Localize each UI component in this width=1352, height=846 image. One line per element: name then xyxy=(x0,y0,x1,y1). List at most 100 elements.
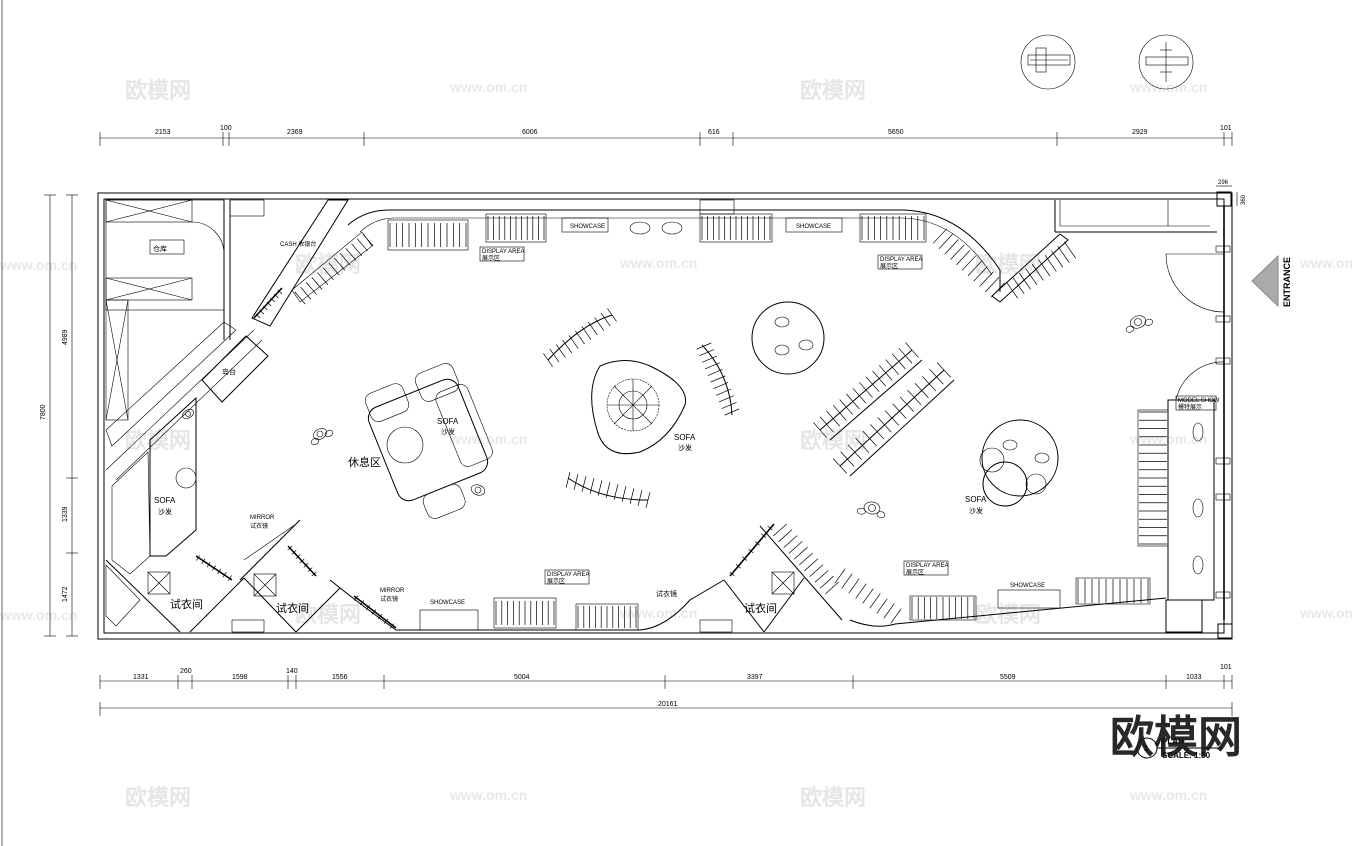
island-counter: 岛台 xyxy=(201,335,269,403)
hanger-tick xyxy=(311,571,317,577)
hanger-tick xyxy=(846,393,860,410)
hanger-tick xyxy=(1044,254,1057,272)
hanger-tick xyxy=(291,550,297,555)
hanger-tick xyxy=(300,286,312,300)
display-label-en: DISPLAY AREA xyxy=(482,249,524,255)
hanger-tick xyxy=(259,309,265,315)
sofa-right-label-en: SOFA xyxy=(965,495,987,504)
lounge-area: 休息区 SOFA 沙发 xyxy=(348,363,493,519)
hanger-tick xyxy=(826,410,840,427)
mirror-label-en: MIRROR xyxy=(250,515,275,521)
hanger-tick xyxy=(371,609,377,615)
hanger-tick xyxy=(1064,241,1076,259)
watermark-brand: 欧模网 xyxy=(800,785,866,811)
hanger-tick xyxy=(839,399,854,415)
watermark-brand: 欧模网 xyxy=(800,78,866,104)
hanger-tick xyxy=(351,243,363,256)
hanger-tick xyxy=(878,365,893,381)
hanger-tick xyxy=(1051,250,1064,268)
hanger-tick xyxy=(621,486,627,502)
hanger-tick xyxy=(637,490,643,506)
hanger-tick xyxy=(721,401,737,409)
hanger-tick xyxy=(834,568,846,584)
hanger-tick xyxy=(718,395,734,403)
hanger-tick xyxy=(788,541,803,554)
hanger-tick xyxy=(735,564,741,569)
hanger-tick xyxy=(589,478,595,494)
person-icon xyxy=(857,501,886,518)
hanger-tick xyxy=(702,355,718,363)
hanger-tick xyxy=(287,545,293,551)
cash-label: CASH 收银台 xyxy=(280,240,316,248)
fitting-mirror-label: 试衣镜 xyxy=(656,589,677,598)
hanger-tick xyxy=(713,382,729,390)
sofa-right-label-cn: 沙发 xyxy=(969,506,983,515)
watermark-site: www.om.cn xyxy=(1299,605,1352,621)
hanger-tick xyxy=(809,564,824,577)
dim-label: 7800 xyxy=(40,404,47,420)
hanger-tick xyxy=(859,382,873,398)
hanger-tick xyxy=(892,403,907,419)
hanger-tick xyxy=(600,312,611,327)
storage-room: 仓库 xyxy=(105,199,265,421)
watermark-brand: 欧模网 xyxy=(975,252,1041,278)
hanger-tick xyxy=(799,552,813,566)
hanger-tick xyxy=(884,410,900,426)
person-icons xyxy=(182,315,1153,518)
hanger-tick xyxy=(841,573,853,589)
entrance-label: ENTRANCE xyxy=(1282,257,1292,307)
hanger-tick xyxy=(587,321,598,336)
dim-label: 2929 xyxy=(1132,129,1148,136)
hanger-tick xyxy=(716,388,732,396)
hanger-tick xyxy=(855,583,867,599)
showcase-label: SHOWCASE xyxy=(796,224,831,230)
display-label-en: DISPLAY AREA xyxy=(547,572,589,578)
dim-label: 1339 xyxy=(62,506,69,522)
dim-label: 6006 xyxy=(522,129,538,136)
hanger-tick xyxy=(605,482,611,498)
hanger-tick xyxy=(543,353,553,367)
person-icon xyxy=(1125,315,1153,333)
round-table-top-right xyxy=(751,301,825,375)
watermark-site: www.om.cn xyxy=(1299,255,1352,271)
hanger-tick xyxy=(201,558,206,565)
dim-label: 1556 xyxy=(332,674,348,681)
hanger-tick xyxy=(936,362,952,378)
hanger-tick xyxy=(228,575,232,581)
hanger-tick xyxy=(359,600,365,606)
hanger-tick xyxy=(865,376,880,393)
title-number: 1 xyxy=(1144,744,1149,753)
hanger-tick xyxy=(961,255,977,271)
hanger-tick xyxy=(907,389,922,406)
hanger-tick xyxy=(212,565,216,571)
hanger-tick xyxy=(950,244,965,260)
fitting-room-label: 试衣间 xyxy=(276,601,309,615)
hanger-tick xyxy=(814,570,829,583)
hanger-tick xyxy=(729,571,735,577)
entrance-arrow-icon xyxy=(1251,254,1279,308)
hanger-tick xyxy=(362,233,374,247)
hanger-tick xyxy=(767,525,773,531)
hanger-tick xyxy=(840,451,855,467)
hanger-tick xyxy=(377,614,383,620)
hanger-tick xyxy=(1038,259,1051,277)
showcase-box xyxy=(561,217,609,233)
hanger-tick xyxy=(825,581,839,595)
hanger-tick xyxy=(877,417,892,433)
display-label-cn: 展示区 xyxy=(547,578,565,585)
hanger-tick xyxy=(562,339,573,354)
watermark-brand: 欧模网 xyxy=(295,252,361,278)
dim-small: 296 xyxy=(1218,180,1229,186)
central-display: SOFA 沙发 xyxy=(591,360,696,455)
dim-label: 5650 xyxy=(888,129,904,136)
hanger-tick xyxy=(985,277,1000,293)
showcase-box xyxy=(419,609,479,631)
sofa-main-label-cn: 沙发 xyxy=(441,427,455,436)
watermark-site: www.om.cn xyxy=(0,607,77,623)
top-curved-wall xyxy=(347,200,1217,303)
hanger-tick xyxy=(607,308,617,322)
watermark-layer: 欧模网 www.om.cn 欧模网 www.om.cn www.om.cn 欧模… xyxy=(0,78,1352,811)
watermark-site: www.om.cn xyxy=(1129,787,1207,803)
watermark-brand: 欧模网 xyxy=(800,428,866,454)
hanger-tick xyxy=(1012,277,1025,294)
